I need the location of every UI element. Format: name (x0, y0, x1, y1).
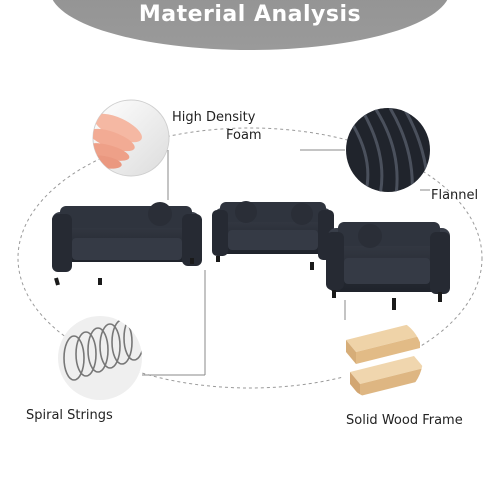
label-foam-line2: Foam (226, 128, 262, 143)
flannel-swatch (346, 108, 430, 192)
label-solid-wood-frame: Solid Wood Frame (346, 413, 463, 428)
dashed-orbit (17, 127, 483, 389)
loveseat-left (52, 202, 202, 286)
foam-swatch (92, 99, 170, 177)
armchair-right (326, 222, 450, 310)
label-foam-line1: High Density (172, 110, 256, 125)
banner-title: Material Analysis (138, 2, 362, 27)
label-spiral-strings: Spiral Strings (26, 408, 113, 423)
connector-lines (142, 149, 430, 376)
spiral-swatch (58, 316, 142, 400)
wood-swatch (339, 316, 423, 400)
loveseat-middle (212, 201, 334, 270)
label-flannel: Flannel (431, 188, 479, 203)
